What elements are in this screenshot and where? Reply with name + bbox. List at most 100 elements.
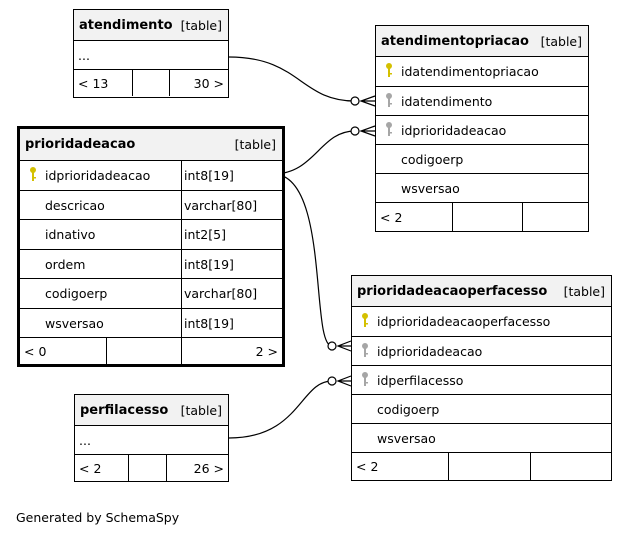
children-count[interactable]: 30 > <box>169 70 228 96</box>
column-row[interactable]: wsversao <box>376 174 588 203</box>
table-title: prioridadeacao <box>25 137 136 152</box>
table-header: perfilacesso [table] <box>75 395 228 426</box>
children-count[interactable]: 2 > <box>181 338 282 364</box>
column-name: descricao <box>45 197 105 213</box>
table-footer: < 2 26 > <box>75 455 228 481</box>
column-row[interactable]: idprioridadeacao int8[19] <box>20 161 282 191</box>
ellipsis-text: ... <box>78 47 90 63</box>
table-title: atendimentopriacao <box>381 33 529 49</box>
table-header: atendimentopriacao [table] <box>376 26 588 57</box>
column-name: idprioridadeacaoperfacesso <box>377 314 551 329</box>
column-row[interactable]: codigoerp varchar[80] <box>20 279 282 309</box>
column-row[interactable]: idprioridadeacao <box>352 337 611 366</box>
edge-end-circle <box>350 96 360 106</box>
table-title: atendimento <box>79 17 173 33</box>
edge-end-circle <box>327 341 337 351</box>
parents-count[interactable]: < 13 <box>78 75 109 91</box>
column-name: idprioridadeacao <box>401 122 507 138</box>
column-name: idperfilacesso <box>377 372 464 388</box>
column-row[interactable]: idperfilacesso <box>352 366 611 395</box>
footer-blank <box>128 455 166 481</box>
table-title: prioridadeacaoperfacesso <box>357 283 548 299</box>
column-name: idnativo <box>45 227 96 242</box>
ellipsis-row: ... <box>74 41 228 70</box>
column-name: idatendimentopriacao <box>401 64 539 79</box>
table-title: perfilacesso <box>80 402 169 418</box>
table-prioridadeacaoperfacesso[interactable]: prioridadeacaoperfacesso [table] idprior… <box>351 275 612 481</box>
column-row[interactable]: codigoerp <box>352 395 611 424</box>
table-kind-label: [table] <box>540 33 582 49</box>
edge-prioridadeacao-to-prioridadeacaoperfacesso <box>272 173 333 347</box>
ellipsis-row: ... <box>75 426 228 455</box>
edge-prioridadeacao-to-atendimentopriacao <box>272 130 356 175</box>
edge-end-circle <box>350 126 360 136</box>
footer-blank <box>132 70 169 96</box>
column-row[interactable]: idatendimentopriacao <box>376 57 588 87</box>
table-atendimentopriacao[interactable]: atendimentopriacao [table] idatendimento… <box>375 25 589 232</box>
crowfoot-marker <box>336 340 352 352</box>
foreign-key-icon <box>357 371 373 390</box>
column-name: codigoerp <box>45 286 108 301</box>
column-row[interactable]: wsversao int8[19] <box>20 309 282 338</box>
column-name: idprioridadeacao <box>45 168 151 183</box>
primary-key-icon <box>381 62 397 81</box>
column-type: int8[19] <box>181 309 275 337</box>
column-name: codigoerp <box>401 151 464 167</box>
column-row[interactable]: idprioridadeacaoperfacesso <box>352 307 611 337</box>
parents-count[interactable]: < 2 <box>380 209 403 225</box>
children-count[interactable] <box>522 203 588 231</box>
column-type: varchar[80] <box>181 279 275 308</box>
column-row[interactable]: idatendimento <box>376 87 588 116</box>
table-footer: < 2 <box>376 203 588 231</box>
parents-count[interactable]: < 2 <box>79 460 102 476</box>
column-name: idatendimento <box>401 93 493 109</box>
table-kind-label: [table] <box>234 137 276 152</box>
table-kind-label: [table] <box>180 402 222 418</box>
table-perfilacesso[interactable]: perfilacesso [table] ... < 2 26 > <box>74 394 229 482</box>
footer-blank <box>106 338 181 364</box>
edge-perfilacesso-to-prioridadeacaoperfacesso <box>228 380 333 439</box>
column-name: idprioridadeacao <box>377 343 483 359</box>
column-type: int8[19] <box>181 250 275 278</box>
table-header: prioridadeacaoperfacesso [table] <box>352 276 611 307</box>
table-atendimento[interactable]: atendimento [table] ... < 13 30 > <box>73 9 229 98</box>
generated-by-note: Generated by SchemaSpy <box>16 510 180 525</box>
footer-blank <box>452 203 522 231</box>
column-name: ordem <box>45 256 86 272</box>
table-header: atendimento [table] <box>74 10 228 41</box>
foreign-key-icon <box>381 92 397 111</box>
table-footer: < 0 2 > <box>20 338 282 364</box>
foreign-key-icon <box>357 342 373 361</box>
column-name: wsversao <box>45 315 104 331</box>
column-type: int2[5] <box>181 220 275 249</box>
table-kind-label: [table] <box>180 17 222 33</box>
column-row[interactable]: codigoerp <box>376 145 588 174</box>
ellipsis-text: ... <box>79 432 91 448</box>
column-row[interactable]: idprioridadeacao <box>376 116 588 145</box>
crowfoot-marker <box>359 125 376 137</box>
children-count[interactable]: 26 > <box>166 455 228 481</box>
column-type: varchar[80] <box>181 191 275 219</box>
primary-key-icon <box>25 166 41 185</box>
column-row[interactable]: descricao varchar[80] <box>20 191 282 220</box>
footer-blank <box>448 453 530 480</box>
column-name: codigoerp <box>377 401 440 417</box>
column-name: wsversao <box>401 180 460 196</box>
column-name: wsversao <box>377 430 436 446</box>
column-type: int8[19] <box>181 161 275 190</box>
table-header: prioridadeacao [table] <box>20 129 282 161</box>
parents-count[interactable]: < 0 <box>24 343 47 359</box>
table-prioridadeacao[interactable]: prioridadeacao [table] idprioridadeacao … <box>17 126 285 367</box>
column-row[interactable]: ordem int8[19] <box>20 250 282 279</box>
edge-atendimento-to-atendimentopriacao <box>228 56 356 102</box>
children-count[interactable] <box>530 453 611 480</box>
column-row[interactable]: idnativo int2[5] <box>20 220 282 250</box>
table-footer: < 13 30 > <box>74 70 228 96</box>
edge-end-circle <box>327 376 337 386</box>
crowfoot-marker <box>336 375 352 387</box>
parents-count[interactable]: < 2 <box>356 459 379 474</box>
primary-key-icon <box>357 312 373 331</box>
column-row[interactable]: wsversao <box>352 424 611 453</box>
table-footer: < 2 <box>352 453 611 480</box>
